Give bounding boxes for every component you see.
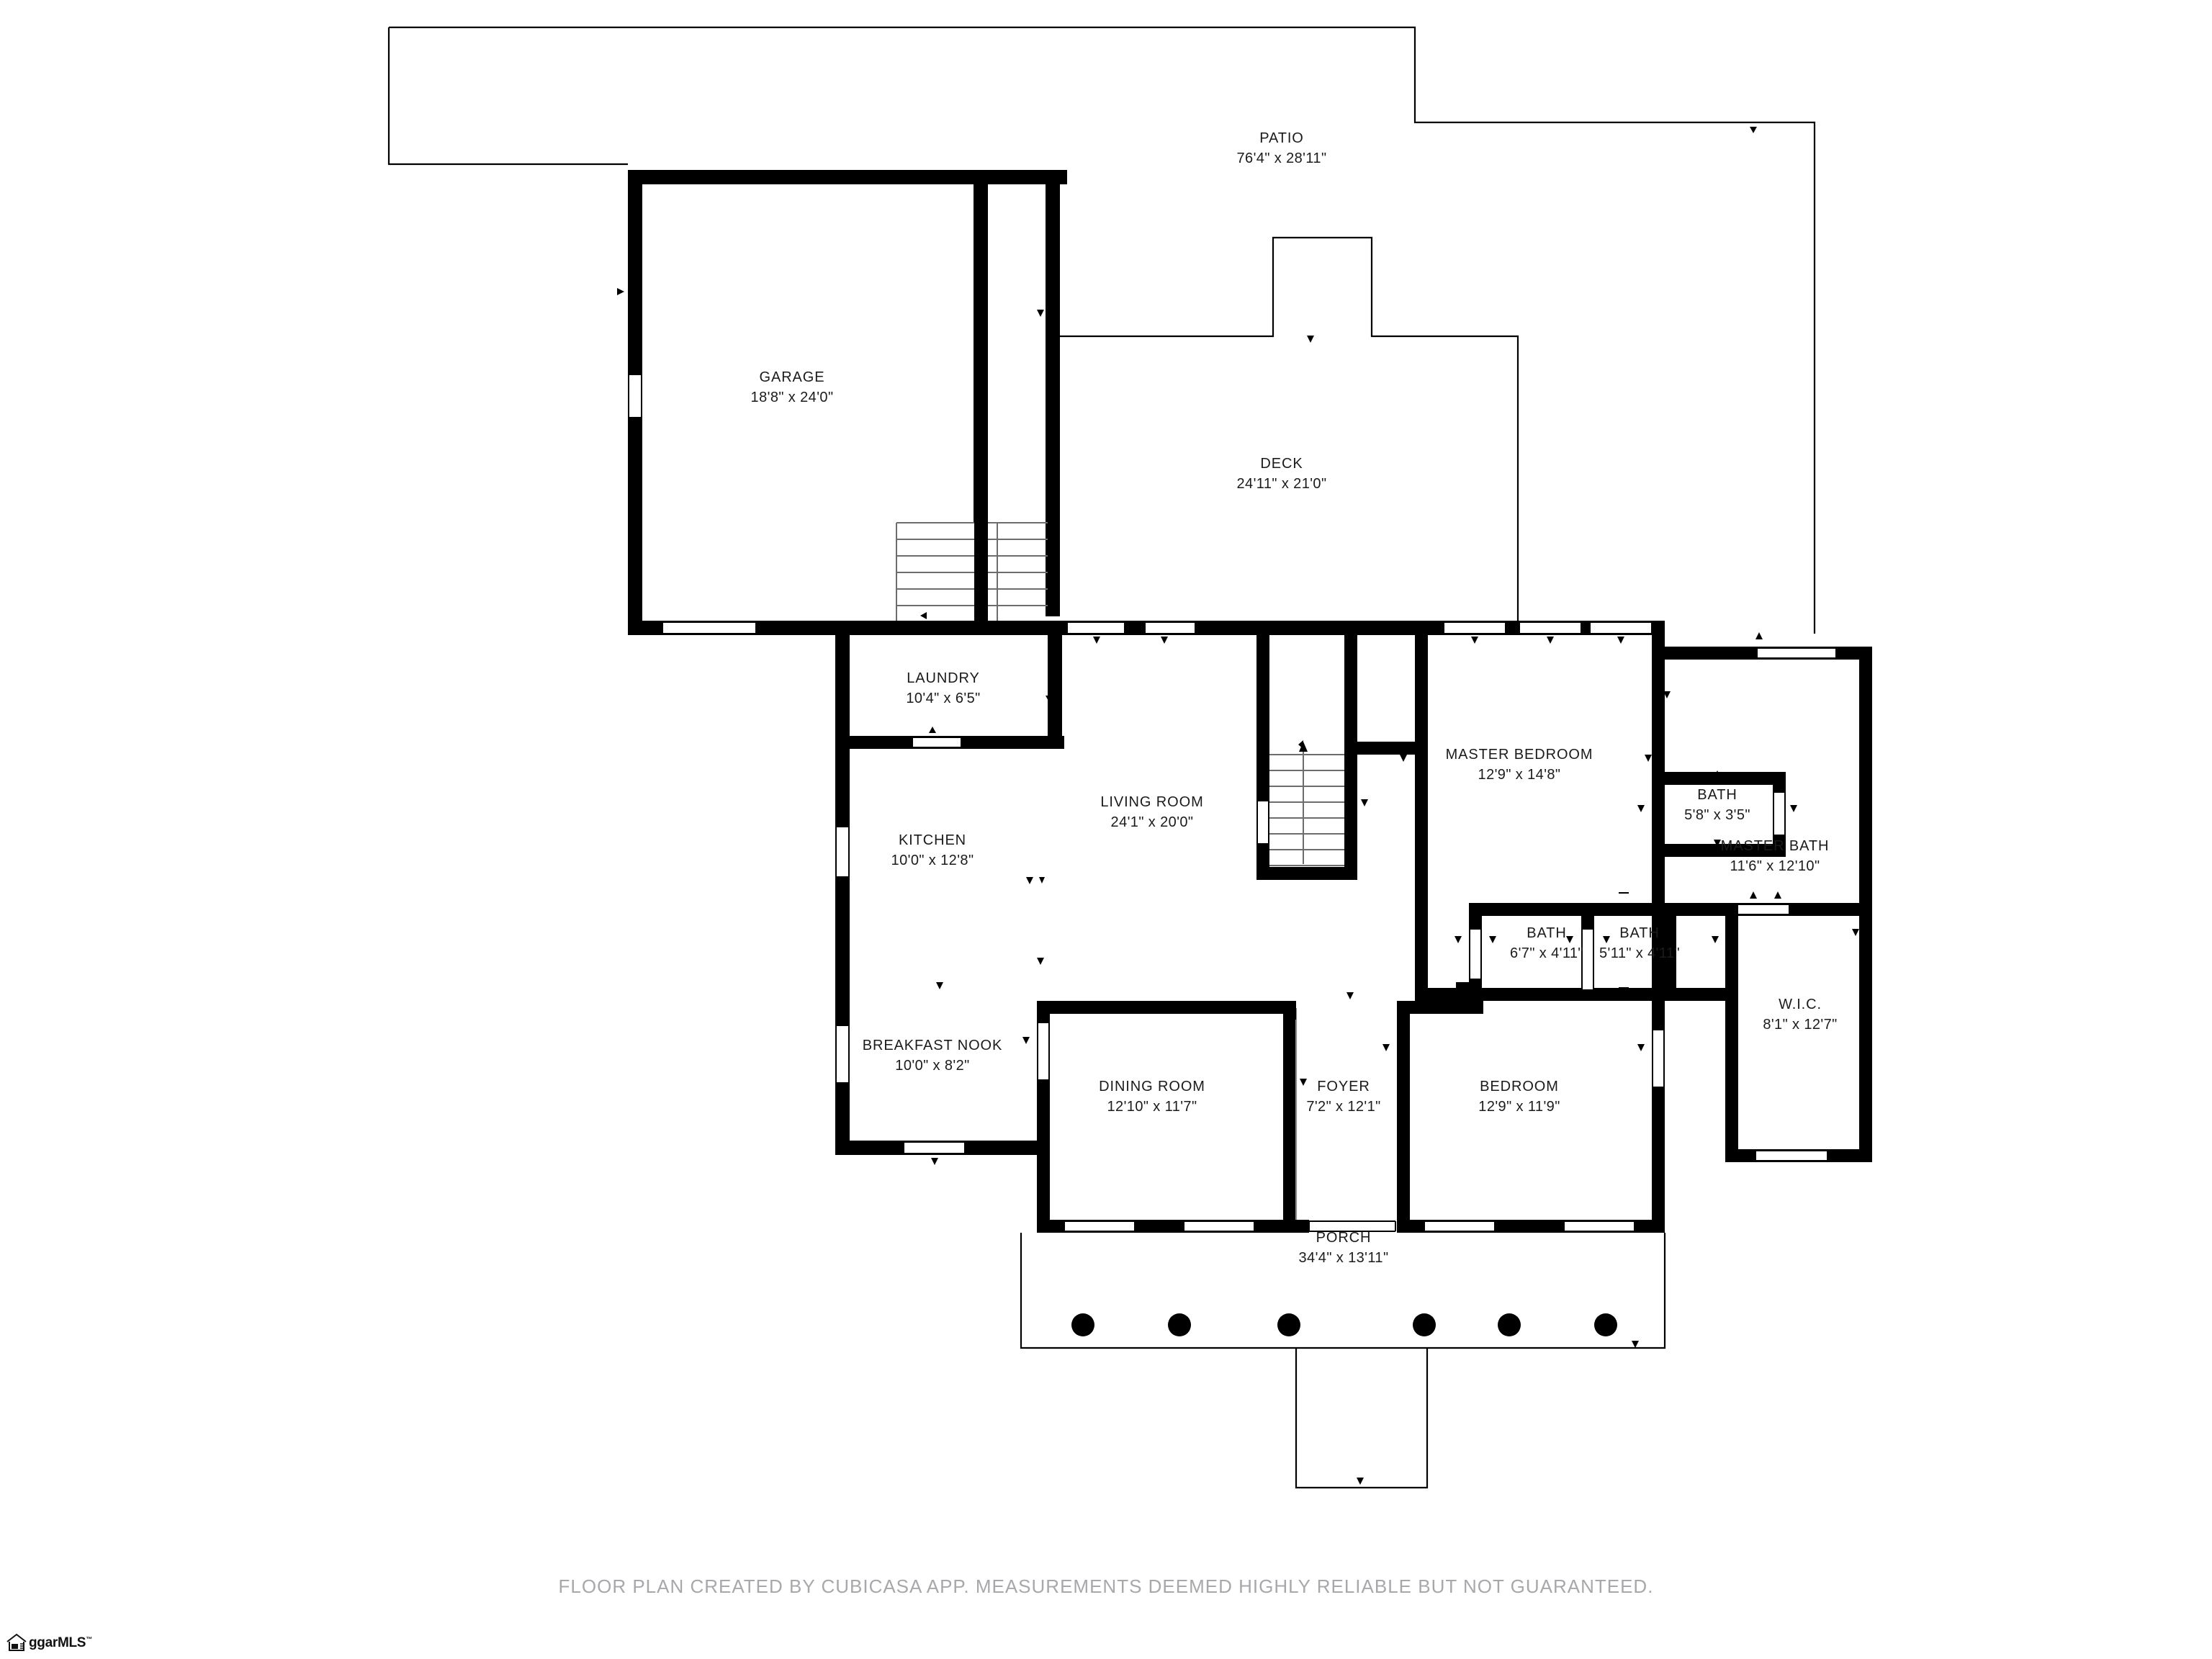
main-house-walls xyxy=(835,621,1663,1165)
garage-walls xyxy=(617,170,1067,635)
mls-logo: ggarMLS™ xyxy=(6,1630,92,1655)
porch-outline xyxy=(1020,1233,1666,1489)
master-bedroom-walls xyxy=(1400,621,1671,1001)
bath-master-small-walls xyxy=(1637,770,1797,857)
interior-direction-ticks xyxy=(936,877,1354,999)
living-room-stairs xyxy=(1256,621,1428,1001)
wic-walls xyxy=(1725,903,1872,1162)
bath-block-walls xyxy=(1429,903,1738,1001)
bedroom-walls xyxy=(1382,1001,1665,1233)
master-bath-walls xyxy=(1652,632,1872,1162)
mls-logo-trademark: ™ xyxy=(86,1635,92,1643)
deck-outline xyxy=(1048,236,1519,634)
disclaimer-text: FLOOR PLAN CREATED BY CUBICASA APP. MEAS… xyxy=(558,1575,1654,1597)
patio-outline xyxy=(387,26,1816,634)
mls-logo-text: ggarMLS™ xyxy=(29,1635,92,1650)
laundry-walls xyxy=(835,621,1073,750)
house-icon xyxy=(6,1633,27,1651)
dining-room-walls xyxy=(1022,1001,1309,1233)
garage-stairs xyxy=(896,522,1048,624)
foyer-walls xyxy=(1283,1001,1396,1233)
